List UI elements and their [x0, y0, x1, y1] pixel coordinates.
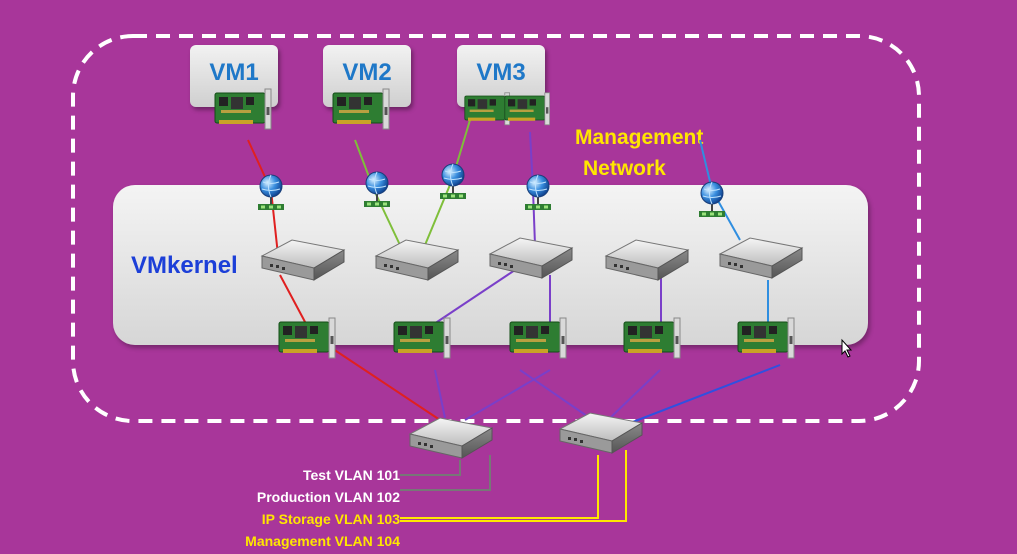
vm3-nic2-icon — [504, 92, 551, 126]
pnic-3-icon — [509, 317, 567, 359]
vm3-nic1-icon — [464, 92, 511, 126]
pnic-2-icon — [393, 317, 451, 359]
vswitch-5-icon — [719, 237, 803, 279]
physical-switch-1-icon — [409, 417, 493, 459]
vlan-101-label: Test VLAN 101 — [303, 467, 400, 483]
vm1-label: VM1 — [209, 59, 259, 86]
vm3-label: VM3 — [476, 59, 526, 86]
portgroup-5-icon — [698, 181, 726, 218]
link-vlan102 — [400, 455, 491, 491]
vm1-nic-icon — [214, 88, 272, 130]
vlan-104-label: Management VLAN 104 — [245, 533, 400, 549]
link-blue-c — [624, 364, 781, 426]
management-network-label: Management Network — [575, 122, 703, 184]
portgroup-4-icon — [524, 174, 552, 211]
link-vlan101 — [400, 460, 461, 476]
link-vm1-red — [247, 139, 279, 256]
vmkernel-label: VMkernel — [131, 252, 238, 279]
link-vlan104 — [400, 450, 627, 522]
vm2-nic-icon — [332, 88, 390, 130]
pnic-5-icon — [737, 317, 795, 359]
vm2-label: VM2 — [342, 59, 392, 86]
vswitch-1-icon — [261, 239, 345, 281]
vlan-102-label: Production VLAN 102 — [256, 489, 400, 505]
link-purple-a — [424, 269, 516, 331]
pnic-1-icon — [278, 317, 336, 359]
vswitch-2-icon — [375, 239, 459, 281]
management-line-1: Management — [575, 126, 704, 149]
link-purple-e — [464, 369, 551, 421]
mouse-cursor-icon — [841, 338, 853, 358]
vswitch-3-icon — [489, 237, 573, 279]
pnic-4-icon — [623, 317, 681, 359]
management-line-2: Network — [583, 157, 666, 180]
vswitch-4-icon — [605, 239, 689, 281]
link-purple-g — [609, 369, 661, 419]
link-vlan103 — [400, 455, 599, 519]
portgroup-2-icon — [363, 171, 391, 208]
host-boundary — [71, 34, 921, 423]
vlan-103-label: IP Storage VLAN 103 — [261, 511, 400, 527]
portgroup-3-icon — [439, 163, 467, 200]
portgroup-1-icon — [257, 174, 285, 211]
link-purple-d — [434, 369, 446, 419]
